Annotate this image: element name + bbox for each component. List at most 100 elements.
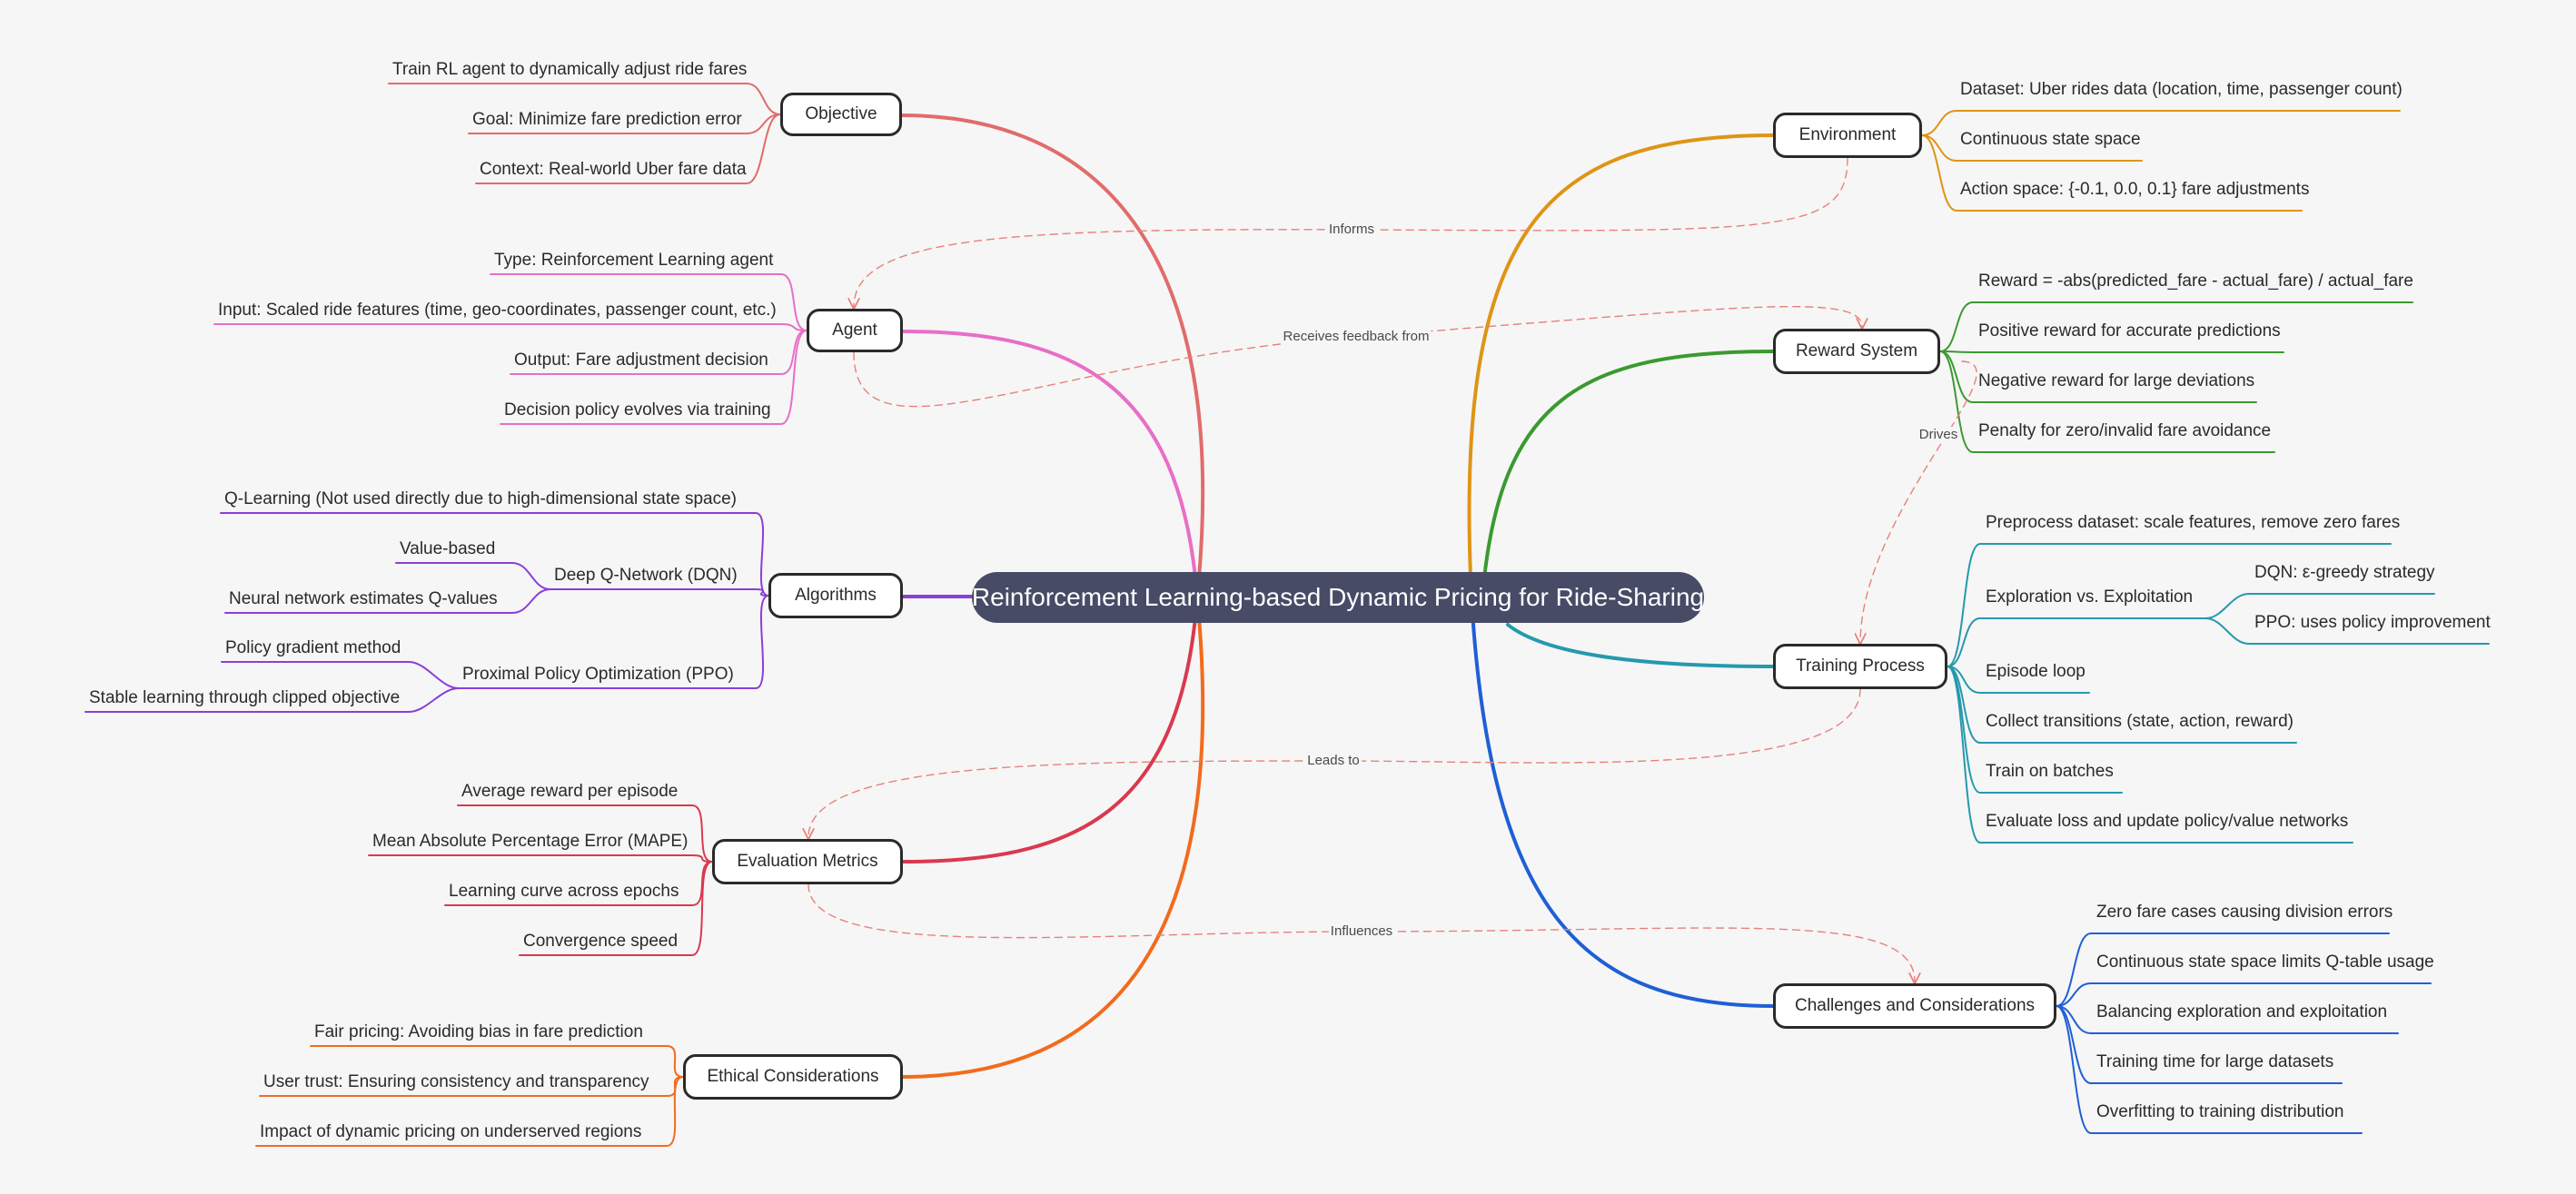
leaf-challenges-2[interactable]: Continuous state space limits Q-table us… <box>2096 952 2434 972</box>
leaf-exploration-dqn[interactable]: DQN: ε-greedy strategy <box>2254 563 2435 582</box>
relationship-label-influences: Influences <box>1328 923 1395 940</box>
branch-environment-connector <box>1467 133 1775 599</box>
topic-agent[interactable]: Agent <box>807 309 903 352</box>
agent-leaf-connector-2 <box>213 323 807 331</box>
leaf-training-5[interactable]: Train on batches <box>1986 762 2114 781</box>
leaf-objective-1[interactable]: Train RL agent to dynamically adjust rid… <box>392 60 748 79</box>
exploration-leaf-connector-2 <box>2204 617 2490 645</box>
challenges-leaf-connector-5 <box>2056 1005 2363 1134</box>
leaf-algorithms-q-learning[interactable]: Q-Learning (Not used directly due to hig… <box>224 489 737 508</box>
leaf-training-6[interactable]: Evaluate loss and update policy/value ne… <box>1986 812 2349 831</box>
leaf-dqn-value-based[interactable]: Value-based <box>400 539 496 558</box>
challenges-leaf-connector-3 <box>2056 1005 2399 1034</box>
algorithms-leaf-connector-2 <box>550 588 769 597</box>
leaf-ethical-3[interactable]: Impact of dynamic pricing on underserved… <box>260 1122 642 1141</box>
leaf-algorithms-ppo[interactable]: Proximal Policy Optimization (PPO) <box>462 665 734 684</box>
reward-leaf-connector-4 <box>1939 350 2275 453</box>
leaf-environment-1[interactable]: Dataset: Uber rides data (location, time… <box>1960 80 2403 99</box>
leaf-algorithms-dqn[interactable]: Deep Q-Network (DQN) <box>554 566 738 585</box>
evaluation-leaf-connector-1 <box>457 804 713 863</box>
training-leaf-connector-3 <box>1947 666 2090 694</box>
leaf-ppo-policy-gradient[interactable]: Policy gradient method <box>225 638 401 657</box>
leaf-training-4[interactable]: Collect transitions (state, action, rewa… <box>1986 712 2294 731</box>
objective-leaf-connector-3 <box>475 113 781 184</box>
leaf-agent-1[interactable]: Type: Reinforcement Learning agent <box>494 251 774 270</box>
reward-leaf-connector-3 <box>1939 350 2257 403</box>
topic-reward-system[interactable]: Reward System <box>1773 329 1940 374</box>
relationship-label-feedback: Receives feedback from <box>1281 329 1432 345</box>
leaf-ppo-stable-learning[interactable]: Stable learning through clipped objectiv… <box>89 688 401 707</box>
leaf-environment-2[interactable]: Continuous state space <box>1960 130 2141 149</box>
leaf-evaluation-2[interactable]: Mean Absolute Percentage Error (MAPE) <box>372 832 689 851</box>
evaluation-leaf-connector-3 <box>444 861 713 906</box>
training-leaf-connector-2 <box>1947 617 2206 667</box>
topic-environment[interactable]: Environment <box>1773 113 1922 158</box>
dqn-leaf-connector-1 <box>395 562 551 590</box>
leaf-dqn-neural-network[interactable]: Neural network estimates Q-values <box>229 589 498 608</box>
topic-ethical-considerations[interactable]: Ethical Considerations <box>683 1054 903 1100</box>
topic-challenges-and-considerations[interactable]: Challenges and Considerations <box>1773 983 2056 1029</box>
branch-challenges-connector <box>1470 596 1775 1008</box>
branch-training-connector <box>1506 623 1775 668</box>
branch-agent-connector <box>900 330 1199 599</box>
leaf-challenges-1[interactable]: Zero fare cases causing division errors <box>2096 903 2393 922</box>
ethical-leaf-connector-3 <box>255 1076 684 1147</box>
leaf-objective-3[interactable]: Context: Real-world Uber fare data <box>480 160 747 179</box>
training-leaf-connector-1 <box>1947 543 2392 667</box>
environment-leaf-connector-1 <box>1921 110 2401 136</box>
objective-leaf-connector-1 <box>388 83 781 115</box>
relationship-label-drives: Drives <box>1917 427 1960 443</box>
environment-leaf-connector-3 <box>1921 134 2303 212</box>
relationship-label-leads-to: Leads to <box>1305 753 1362 769</box>
relationship-feedback <box>853 305 1862 408</box>
branch-objective-connector <box>900 113 1205 599</box>
leaf-challenges-4[interactable]: Training time for large datasets <box>2096 1052 2334 1071</box>
reward-leaf-connector-2 <box>1939 350 2284 353</box>
leaf-training-1[interactable]: Preprocess dataset: scale features, remo… <box>1986 513 2401 532</box>
leaf-training-2[interactable]: Exploration vs. Exploitation <box>1986 587 2194 607</box>
leaf-agent-4[interactable]: Decision policy evolves via training <box>504 400 771 419</box>
training-leaf-connector-6 <box>1947 666 2353 844</box>
leaf-challenges-3[interactable]: Balancing exploration and exploitation <box>2096 1002 2388 1021</box>
leaf-reward-4[interactable]: Penalty for zero/invalid fare avoidance <box>1978 421 2272 440</box>
topic-objective[interactable]: Objective <box>780 93 902 136</box>
evaluation-leaf-connector-4 <box>519 861 713 956</box>
dqn-leaf-connector-2 <box>224 588 551 614</box>
topic-training-process[interactable]: Training Process <box>1773 644 1947 689</box>
leaf-agent-3[interactable]: Output: Fare adjustment decision <box>514 350 768 370</box>
algorithms-leaf-connector-3 <box>458 595 769 689</box>
exploration-leaf-connector-1 <box>2204 593 2435 619</box>
leaf-reward-3[interactable]: Negative reward for large deviations <box>1978 371 2255 390</box>
leaf-ethical-2[interactable]: User trust: Ensuring consistency and tra… <box>263 1072 649 1091</box>
challenges-leaf-connector-1 <box>2056 933 2390 1007</box>
leaf-ethical-1[interactable]: Fair pricing: Avoiding bias in fare pred… <box>314 1022 643 1041</box>
branch-reward-connector <box>1481 350 1775 599</box>
reward-leaf-connector-1 <box>1939 301 2413 352</box>
leaf-evaluation-4[interactable]: Convergence speed <box>523 932 679 951</box>
ethical-leaf-connector-1 <box>310 1045 684 1078</box>
leaf-challenges-5[interactable]: Overfitting to training distribution <box>2096 1102 2344 1121</box>
environment-leaf-connector-2 <box>1921 134 2143 162</box>
leaf-agent-2[interactable]: Input: Scaled ride features (time, geo-c… <box>218 301 777 320</box>
leaf-reward-1[interactable]: Reward = -abs(predicted_fare - actual_fa… <box>1978 271 2413 291</box>
leaf-reward-2[interactable]: Positive reward for accurate predictions <box>1978 321 2281 340</box>
relationship-informs <box>854 157 1848 307</box>
leaf-training-3[interactable]: Episode loop <box>1986 662 2086 681</box>
relationship-drives <box>1860 360 1977 642</box>
topic-evaluation-metrics[interactable]: Evaluation Metrics <box>712 839 903 884</box>
objective-leaf-connector-2 <box>468 113 781 134</box>
challenges-leaf-connector-2 <box>2056 982 2432 1007</box>
agent-leaf-connector-1 <box>490 273 807 331</box>
leaf-objective-2[interactable]: Goal: Minimize fare prediction error <box>472 110 742 129</box>
leaf-exploration-ppo[interactable]: PPO: uses policy improvement <box>2254 613 2491 632</box>
agent-leaf-connector-4 <box>500 330 807 425</box>
relationship-label-informs: Informs <box>1326 222 1377 238</box>
ppo-leaf-connector-1 <box>221 661 460 689</box>
leaf-evaluation-1[interactable]: Average reward per episode <box>461 782 679 801</box>
central-topic[interactable]: Reinforcement Learning-based Dynamic Pri… <box>972 572 1704 623</box>
topic-algorithms[interactable]: Algorithms <box>768 573 903 618</box>
leaf-environment-3[interactable]: Action space: {-0.1, 0.0, 0.1} fare adju… <box>1960 180 2310 199</box>
leaf-evaluation-3[interactable]: Learning curve across epochs <box>449 882 679 901</box>
